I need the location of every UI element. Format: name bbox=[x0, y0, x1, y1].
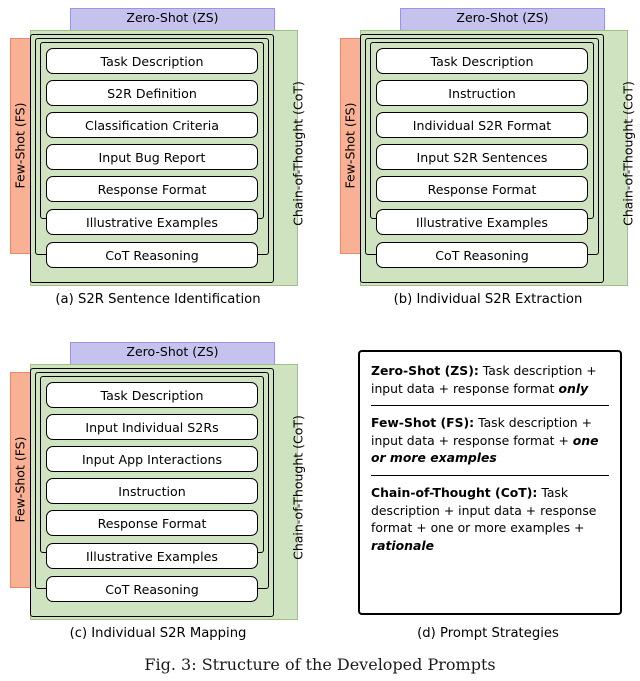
panel-c: Zero-Shot (ZS) Few-Shot (FS) Chain-of-Th… bbox=[8, 340, 308, 641]
prompt-item: Input App Interactions bbox=[46, 446, 258, 472]
prompt-item: Illustrative Examples bbox=[376, 209, 588, 235]
prompt-item: Task Description bbox=[376, 48, 588, 74]
prompt-item: CoT Reasoning bbox=[46, 576, 258, 602]
panel-b: Zero-Shot (ZS) Few-Shot (FS) Chain-of-Th… bbox=[338, 6, 638, 307]
zero-shot-label-c: Zero-Shot (ZS) bbox=[126, 344, 219, 359]
strategy-term-fs: Few-Shot (FS): bbox=[371, 415, 475, 431]
prompt-item: Individual S2R Format bbox=[376, 112, 588, 138]
figure-caption: Fig. 3: Structure of the Developed Promp… bbox=[144, 655, 496, 674]
few-shot-label-b: Few-Shot (FS) bbox=[342, 102, 358, 189]
strategy-body-fs: Task description + input data + response… bbox=[371, 415, 592, 448]
prompt-item: Task Description bbox=[46, 48, 258, 74]
strategy-divider-1 bbox=[371, 405, 609, 407]
cot-inner-frame-b bbox=[360, 34, 604, 283]
panel-caption-c: (c) Individual S2R Mapping bbox=[69, 626, 247, 641]
cot-label-a: Chain-of-Thought (CoT) bbox=[290, 81, 306, 226]
prompt-item: Input Individual S2Rs bbox=[46, 414, 258, 440]
prompt-strategies-box: Zero-Shot (ZS): Task description + input… bbox=[358, 350, 622, 615]
strategy-body-cot: Task description + input data + response… bbox=[371, 485, 597, 536]
few-shot-label-c: Few-Shot (FS) bbox=[12, 436, 28, 523]
strategy-emphasis-cot: rationale bbox=[371, 537, 434, 553]
cot-label-b: Chain-of-Thought (CoT) bbox=[620, 81, 636, 226]
strategy-term-zs: Zero-Shot (ZS): bbox=[371, 363, 479, 378]
strategy-cot: Chain-of-Thought (CoT): Task description… bbox=[371, 484, 609, 554]
strategy-emphasis-zs: only bbox=[558, 380, 589, 396]
panel-a: Zero-Shot (ZS) Few-Shot (FS) Chain-of-Th… bbox=[8, 6, 308, 307]
panel-caption-b: (b) Individual S2R Extraction bbox=[393, 292, 583, 307]
prompt-item: Response Format bbox=[376, 176, 588, 202]
prompt-item: Instruction bbox=[376, 80, 588, 106]
few-shot-label-a: Few-Shot (FS) bbox=[12, 102, 28, 189]
cot-inner-frame-c bbox=[30, 368, 274, 617]
prompt-item: Input Bug Report bbox=[46, 144, 258, 170]
prompt-item: CoT Reasoning bbox=[376, 242, 588, 268]
prompt-item: Illustrative Examples bbox=[46, 209, 258, 235]
panel-d: Zero-Shot (ZS): Task description + input… bbox=[338, 340, 638, 641]
prompt-item: Response Format bbox=[46, 510, 258, 536]
prompt-item: Classification Criteria bbox=[46, 112, 258, 138]
prompt-item: Response Format bbox=[46, 176, 258, 202]
strategy-emphasis-fs: one or more examples bbox=[371, 432, 599, 466]
strategy-divider-2 bbox=[371, 475, 609, 477]
strategy-body-zs: Task description + input data + response… bbox=[371, 363, 597, 396]
panel-caption-a: (a) S2R Sentence Identification bbox=[55, 292, 261, 307]
prompt-item: Task Description bbox=[46, 382, 258, 408]
zero-shot-label-a: Zero-Shot (ZS) bbox=[126, 10, 219, 25]
prompt-item: Illustrative Examples bbox=[46, 543, 258, 569]
prompt-item: S2R Definition bbox=[46, 80, 258, 106]
prompt-item: CoT Reasoning bbox=[46, 242, 258, 268]
panel-caption-d: (d) Prompt Strategies bbox=[417, 626, 559, 641]
strategy-few-shot: Few-Shot (FS): Task description + input … bbox=[371, 414, 609, 467]
cot-inner-frame-a bbox=[30, 34, 274, 283]
cot-label-c: Chain-of-Thought (CoT) bbox=[290, 415, 306, 560]
zero-shot-label-b: Zero-Shot (ZS) bbox=[456, 10, 549, 25]
strategy-zero-shot: Zero-Shot (ZS): Task description + input… bbox=[371, 362, 609, 397]
prompt-item: Input S2R Sentences bbox=[376, 144, 588, 170]
prompt-item: Instruction bbox=[46, 478, 258, 504]
strategy-term-cot: Chain-of-Thought (CoT): bbox=[371, 485, 538, 501]
